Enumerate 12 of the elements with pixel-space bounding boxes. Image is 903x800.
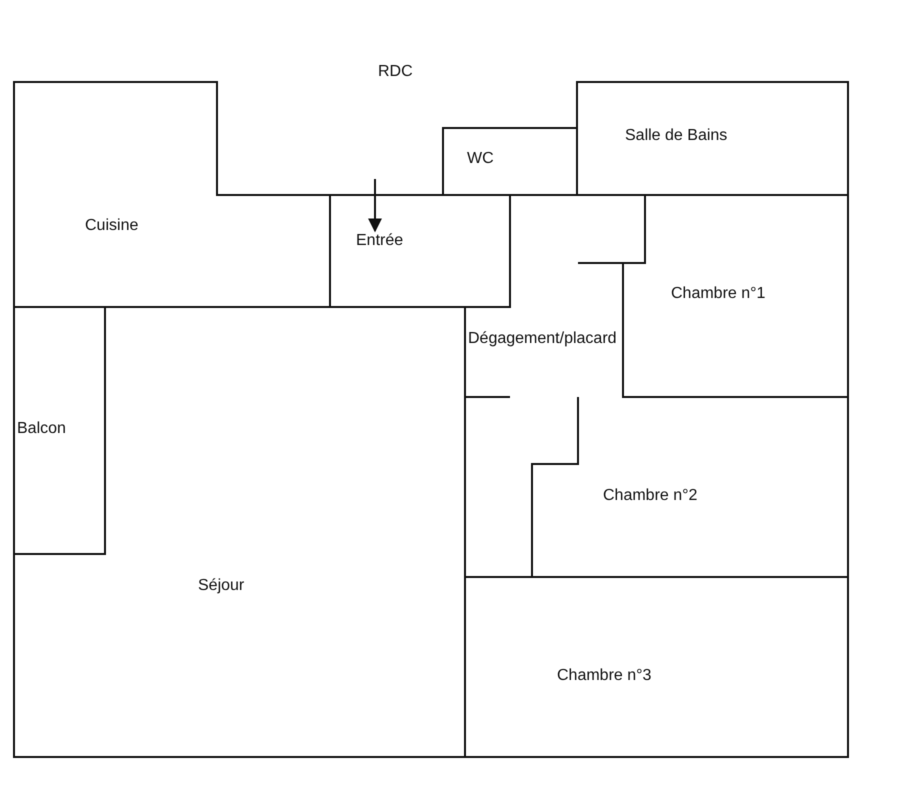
- room-label: Dégagement/placard: [468, 329, 617, 349]
- entrance-arrow: [368, 179, 382, 232]
- room-label: Balcon: [17, 419, 66, 439]
- room-label: Entrée: [356, 231, 404, 251]
- room-label: Chambre n°3: [557, 666, 652, 686]
- room-label: Cuisine: [85, 216, 138, 236]
- room-label: Salle de Bains: [625, 126, 728, 146]
- room-label: WC: [467, 149, 494, 169]
- plan-title: RDC: [378, 62, 413, 82]
- room-label: Séjour: [198, 576, 244, 596]
- room-label: Chambre n°2: [603, 486, 698, 506]
- room-label: Chambre n°1: [671, 284, 766, 304]
